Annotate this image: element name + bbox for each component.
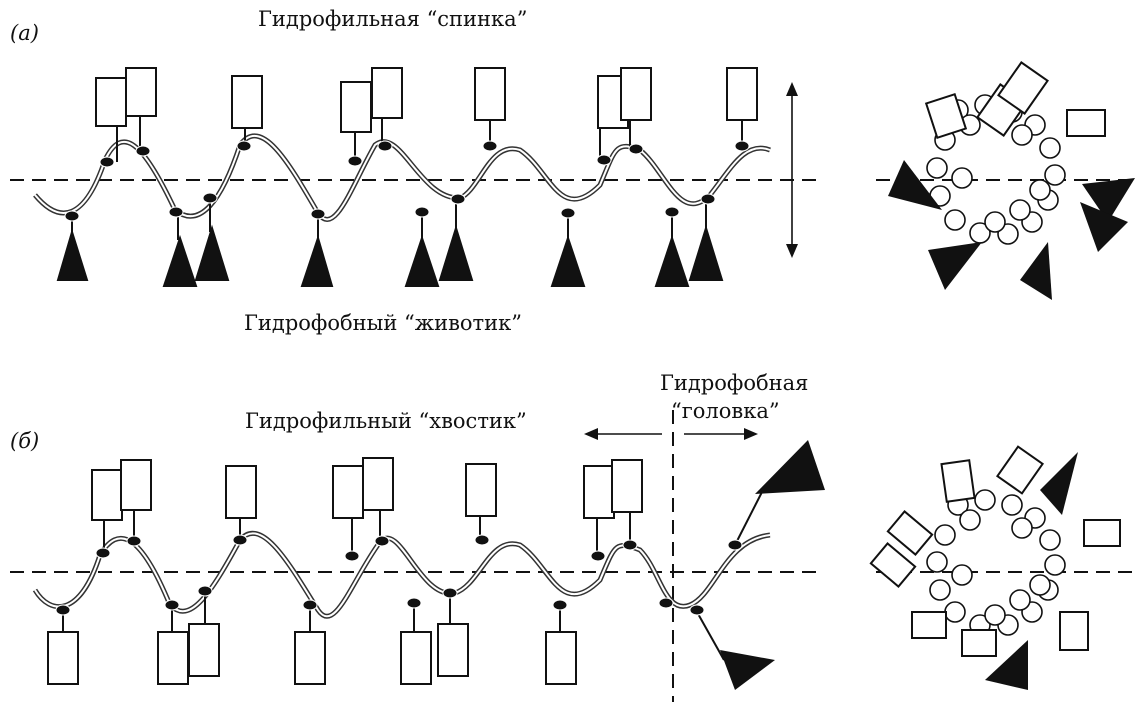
hydrophilic-rect xyxy=(231,75,263,129)
hydrophobic-triangle xyxy=(720,650,775,690)
panel-a-hydrophilic-groups xyxy=(95,67,758,162)
panel-a-hydrophobic-groups xyxy=(56,198,724,287)
hydrophilic-rect xyxy=(95,77,127,127)
panel-b-left-arrow xyxy=(584,428,662,440)
hydrophilic-rect xyxy=(611,459,643,513)
panel-b-letter: (б) xyxy=(10,429,39,453)
hydrophilic-rect xyxy=(340,81,372,133)
hydrophilic-rect xyxy=(400,631,432,685)
panel-a-letter: (а) xyxy=(10,21,39,45)
hydrophobic-triangle xyxy=(550,234,586,287)
hydrophobic-head-label-line1: Гидрофобная xyxy=(660,371,808,395)
hydrophilic-rect xyxy=(294,631,326,685)
panel-a-helix-wheel xyxy=(876,61,1140,300)
hydrophobic-triangle xyxy=(438,224,474,281)
hydrophilic-rect xyxy=(620,67,652,121)
hydrophilic-tail-label: Гидрофильный “хвостик” xyxy=(245,409,527,433)
panel-a-double-arrow xyxy=(786,82,798,258)
hydrophobic-triangle xyxy=(56,228,89,281)
panel-b-hydrophobic-head xyxy=(696,440,825,690)
hydrophobic-triangle xyxy=(688,224,724,281)
hydrophilic-rect xyxy=(125,67,157,117)
hydrophilic-rect xyxy=(91,469,123,521)
panel-b-hydrophilic-up xyxy=(91,457,643,555)
hydrophobic-triangle xyxy=(755,440,825,494)
hydrophilic-rect xyxy=(332,465,364,519)
hydrophilic-rect xyxy=(120,459,152,511)
panel-b-backbone-inner xyxy=(34,532,771,618)
panel-a-beads xyxy=(64,140,750,222)
hydrophobic-head-label-line2: “головка” xyxy=(671,399,780,423)
hydrophilic-rect xyxy=(726,67,758,121)
hydrophilic-back-label: Гидрофильная “спинка” xyxy=(258,7,527,31)
hydrophobic-triangle xyxy=(300,234,334,287)
hydrophobic-triangle xyxy=(194,224,230,281)
hydrophilic-rect xyxy=(225,465,257,519)
hydrophilic-rect xyxy=(465,463,497,517)
hydrophilic-rect xyxy=(545,631,577,685)
panel-b-helix-wheel xyxy=(869,445,1140,690)
hydrophilic-rect xyxy=(188,623,220,677)
hydrophobic-triangle xyxy=(654,234,690,287)
hydrophilic-rect xyxy=(47,631,79,685)
hydrophilic-rect xyxy=(474,67,506,121)
hydrophobic-triangle xyxy=(162,234,198,287)
panel-b-hydrophilic-down xyxy=(47,592,577,685)
hydrophilic-rect xyxy=(437,623,469,677)
hydrophilic-rect xyxy=(157,631,189,685)
hydrophobic-triangle xyxy=(404,234,440,287)
panel-b-right-arrow xyxy=(684,428,758,440)
panel-b-beads xyxy=(55,534,743,616)
hydrophilic-rect xyxy=(362,457,394,511)
hydrophilic-rect xyxy=(371,67,403,119)
hydrophilic-rect xyxy=(583,465,615,519)
hydrophobic-belly-label: Гидрофобный “животик” xyxy=(244,311,522,335)
